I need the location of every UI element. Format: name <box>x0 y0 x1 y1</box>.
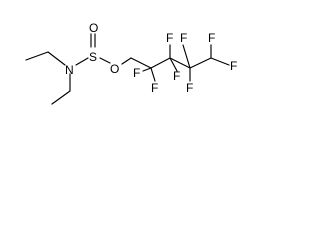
bond-c-f4 <box>169 57 178 72</box>
bond-cf2-cf2-b <box>150 57 171 69</box>
bond-ch2-ch3-upper <box>25 51 49 61</box>
atom-f5-label: F <box>186 81 193 95</box>
atom-f6-label: F <box>180 31 187 45</box>
atom-f4-label: F <box>173 69 180 83</box>
bond-c-f2 <box>150 67 156 82</box>
bond-c-f6 <box>182 44 191 69</box>
bond-ch2-cf2-a <box>130 57 152 69</box>
bond-o-ch2 <box>121 57 132 65</box>
atom-o-ester-label: O <box>110 62 119 76</box>
bond-n-ch2-upper <box>47 51 66 66</box>
bond-c-f8 <box>210 57 230 66</box>
atom-f1-label: F <box>133 66 140 80</box>
atom-f8-label: F <box>230 59 237 73</box>
chemical-structure: N S O O F F F F F F F F <box>25 21 237 105</box>
atom-s-label: S <box>89 50 97 64</box>
bond-lines <box>25 33 230 105</box>
bond-ch2-ch3-lower <box>51 90 71 105</box>
atom-labels: N S O O F F F F F F F F <box>65 21 237 95</box>
bond-cf2-cf2-c <box>169 57 191 69</box>
atom-f3-label: F <box>166 31 173 45</box>
atom-f7-label: F <box>208 31 215 45</box>
atom-f2-label: F <box>151 81 158 95</box>
bond-s-o-ester <box>99 57 111 64</box>
bond-n-s <box>75 57 89 66</box>
atom-o-double-label: O <box>89 21 98 35</box>
bond-cf2-chf2 <box>189 57 212 69</box>
bond-c-f1 <box>142 67 152 72</box>
atom-n-label: N <box>65 63 74 77</box>
